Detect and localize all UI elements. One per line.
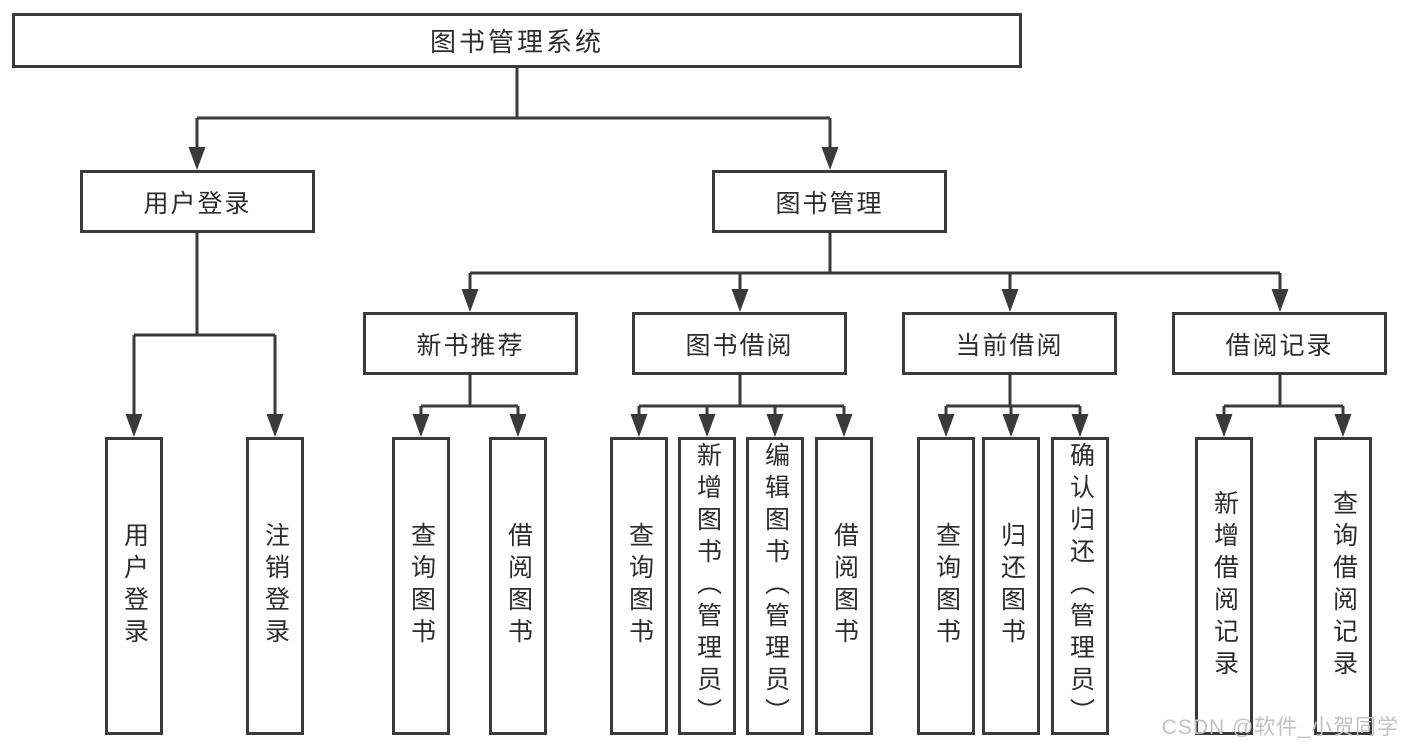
node-library-management-system: 图书管理系统 (12, 13, 1022, 68)
leaf-label: 确认归还（管理员） (1066, 442, 1095, 730)
leaf-query-borrow-record: 查询借阅记录 (1314, 437, 1372, 735)
leaf-label: 查询图书 (932, 522, 961, 650)
node-label: 用户登录 (143, 189, 252, 218)
node-current-borrowing: 当前借阅 (902, 312, 1117, 375)
csdn-watermark: CSDN @软件_小贺同学 (1161, 716, 1399, 739)
node-label: 当前借阅 (955, 331, 1064, 360)
leaf-add-books-admin: 新增图书（管理员） (678, 437, 736, 735)
arrowheads (125, 147, 1352, 437)
leaf-label: 编辑图书（管理员） (761, 442, 790, 730)
node-label: 借阅记录 (1225, 331, 1334, 360)
leaf-borrow-books: 借阅图书 (815, 437, 873, 735)
leaf-add-borrow-record: 新增借阅记录 (1195, 437, 1253, 735)
leaf-label: 查询图书 (625, 522, 654, 650)
node-label: 图书借阅 (685, 331, 794, 360)
leaf-label: 新增图书（管理员） (693, 442, 722, 730)
node-user-login: 用户登录 (80, 170, 315, 233)
leaf-label: 查询图书 (407, 522, 436, 650)
leaf-confirm-return-admin: 确认归还（管理员） (1051, 437, 1109, 735)
leaf-query-books-current: 查询图书 (917, 437, 975, 735)
leaf-label: 用户登录 (120, 522, 149, 650)
leaf-label: 查询借阅记录 (1329, 490, 1358, 682)
node-new-book-recommendation: 新书推荐 (363, 312, 578, 375)
leaf-label: 借阅图书 (504, 522, 533, 650)
node-label: 图书管理 (775, 189, 884, 218)
node-book-management: 图书管理 (712, 170, 947, 233)
node-book-borrowing: 图书借阅 (632, 312, 847, 375)
node-label: 图书管理系统 (429, 27, 604, 57)
leaf-label: 新增借阅记录 (1210, 490, 1239, 682)
node-borrowing-records: 借阅记录 (1172, 312, 1387, 375)
leaf-query-books-recommend: 查询图书 (392, 437, 450, 735)
leaf-return-books: 归还图书 (982, 437, 1040, 735)
leaf-user-login: 用户登录 (105, 437, 163, 735)
leaf-logout: 注销登录 (246, 437, 304, 735)
leaf-label: 注销登录 (261, 522, 290, 650)
leaf-label: 借阅图书 (830, 522, 859, 650)
leaf-query-books-borrow: 查询图书 (610, 437, 668, 735)
node-label: 新书推荐 (416, 331, 525, 360)
leaf-borrow-books-recommend: 借阅图书 (489, 437, 547, 735)
leaf-label: 归还图书 (997, 522, 1026, 650)
leaf-edit-books-admin: 编辑图书（管理员） (746, 437, 804, 735)
